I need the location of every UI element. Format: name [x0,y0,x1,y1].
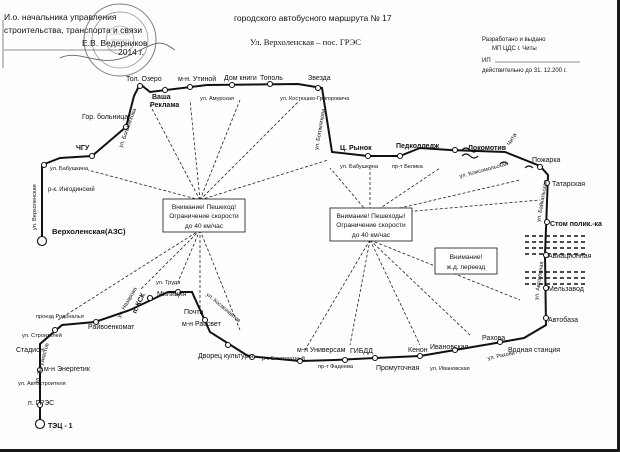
stop-stadion[interactable]: Стадион [16,347,44,354]
street-babushkina-right: ул. Бабушкина [340,164,379,170]
street-verkholenskaya: ул. Верхоленская [32,184,38,230]
dev-line-1: Разработано и выдано [482,37,546,43]
stop-labels: Верхоленская(АЗС) ЧГУ Гор. больница Тол.… [16,75,602,430]
stop-tsar-ozero[interactable]: Тол. Озеро [126,76,162,83]
stop-topol[interactable]: Тополь [260,75,283,82]
stop-mn-universam[interactable]: м-н Универсам [297,347,346,354]
title-line-1: городского автобусного маршрута № 17 [234,13,392,23]
header: И.о. начальника управления строительства… [2,12,580,74]
dev-line-4: действительно до 31. 12.200 г. [482,67,567,74]
street-komsomolskaya: ул. Комсомольская [459,161,509,180]
warning-left-line2: Ограничение скорости [169,213,239,220]
stop-markers [34,80,551,430]
rail-warning-line2: ж.д. переезд [447,264,486,271]
approval-line-3: Е.В. Ведерников [82,38,148,48]
stop-gibdd[interactable]: ГИБДД [350,348,373,355]
street-amurskaya: ул. Амурская [200,96,234,102]
seal-stamp [59,3,176,77]
railway-crossing [525,235,585,285]
street-rakhova: ул. Рахова [487,350,516,362]
stop-tets1-marker[interactable] [34,418,46,430]
stop-chita[interactable]: Чита [507,132,519,147]
warning-box-right: Внимание! Пешеходы! Ограничение скорости… [329,207,413,242]
stop-verkholenskaya-marker[interactable] [36,235,48,247]
stop-chgu[interactable]: ЧГУ [76,145,90,152]
stop-melzavod[interactable]: Мельзавод [548,286,584,293]
warning-left-line3: до 40 км/час [185,223,224,230]
warning-box-left: Внимание! Пешеход! Ограничение скорости … [162,198,246,233]
warning-right-line3: до 40 км/час [352,232,391,239]
stop-rakhova[interactable]: Рахова [482,335,505,342]
stop-mn-energetik[interactable]: м-н Энергетик [44,366,91,373]
street-kostyushko: ул. Костюшко-Григоровича [280,96,350,102]
stop-pochta[interactable]: Почта [184,309,204,316]
title-line-2: Ул. Верхоленская – пос. ГРЭС [250,37,361,47]
dev-line-3: ИП [482,58,491,64]
rail-warning-line1: Внимание! [450,254,483,261]
stop-tets1[interactable]: ТЭЦ - 1 [48,423,73,430]
warning-right-line2: Ограничение скорости [336,222,406,229]
street-ivanovskaya: ул. Ивановская [430,366,470,372]
stop-dom-knigi[interactable]: Дом книги [224,75,257,82]
street-blagodatny: р-к Благодатный [262,355,305,362]
stop-mn-utinovoy[interactable]: м-н. Утиной [178,75,216,83]
stop-vodnaya-stantsiya[interactable]: Водная станция [508,347,560,354]
warning-right-line1: Внимание! Пешеходы! [337,213,406,220]
bridge-marks [461,147,534,169]
warning-left-line1: Внимание! Пешеход! [172,204,236,211]
dev-line-2: МП ЦДС г. Читы [492,46,537,52]
stop-avtobaza[interactable]: Автобаза [548,316,578,324]
approval-line-2: строительства, транспорта и связи [4,25,142,35]
stop-r-k-ingodinsky[interactable]: р-к. Ингодинский [48,186,95,193]
stop-kenon[interactable]: Кенон [408,347,428,354]
street-bogomyagkova-right: ул. Богомягкова [314,108,327,151]
stop-dvorets-kultury[interactable]: Дворец культуры [198,353,253,360]
stop-aviatsionnaya[interactable]: Авиационная [548,253,592,260]
street-labels: ул. Верхоленская ул. Бабушкина ул. Богом… [18,96,549,387]
street-proezd-rodnaya: проезд Родональя [36,314,84,320]
stop-vasha-reklama-2[interactable]: Реклама [150,102,179,109]
stop-tatarskaya[interactable]: Татарская [552,181,585,188]
stop-stom-polik[interactable]: Стом полик.-ка [550,221,602,228]
stop-ts-rynok[interactable]: Ц. Рынок [340,145,372,152]
stop-verkholenskaya[interactable]: Верхоленская(АЗС) [52,227,126,236]
street-kosmonavtov: ул. Космонавтов [205,292,242,324]
stop-lokomotiv[interactable]: Локомотив [468,145,507,152]
stop-pedkolledzh[interactable]: Педколледж [396,143,440,150]
street-babushkina-left: ул. Бабушкина [50,166,89,172]
street-stroiteley: ул. Строителей [22,332,62,339]
stop-militsiya[interactable]: Милиция [157,291,187,298]
stop-raivoenkomat[interactable]: Райвоенкомат [88,323,135,331]
approval-year: 2014 г. [118,47,144,57]
rail-warning-box: Внимание! ж.д. переезд [434,247,498,275]
street-avtogennaya: ул. Автогенная [534,261,545,300]
stop-ivanovskaya[interactable]: Ивановская [430,344,469,351]
street-fadeeva: пр-т Фадеева [318,364,354,370]
stop-promyshlennaya[interactable]: Промуточная [376,365,419,372]
stop-vasha-reklama-1[interactable]: Ваша [152,94,171,101]
street-pr-belika: пр-т Белика [392,164,424,170]
stop-pozharka[interactable]: Пожарка [532,157,561,164]
stop-gor-bolnitsa[interactable]: Гор. больница [82,113,128,121]
street-avtostroitelya: ул. Автостроителя [18,381,66,387]
stop-zvezda[interactable]: Звезда [308,75,331,82]
stop-mn-rassvet[interactable]: м-н Рассвет [182,321,222,328]
approval-line-1: И.о. начальника управления [4,12,117,22]
stop-p-gres[interactable]: п. ГРЭС [28,400,54,407]
warning-arrows [57,99,541,351]
street-trudovaya: ул. Труда [156,280,181,286]
